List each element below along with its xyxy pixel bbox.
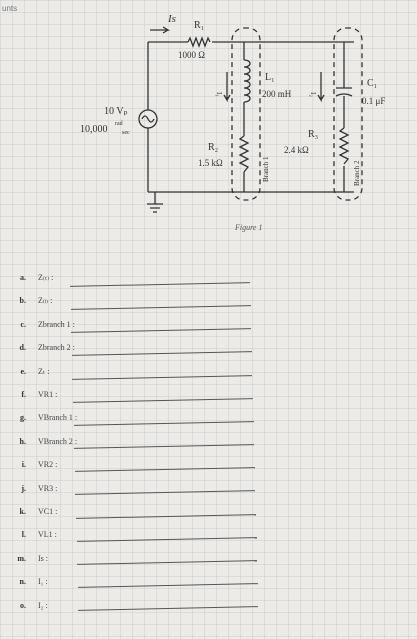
question-letter: f. bbox=[21, 390, 26, 399]
source-unit-num: rad bbox=[115, 121, 123, 127]
r2-label: R₂ bbox=[208, 142, 218, 153]
figure-caption: Figure 1 bbox=[235, 223, 263, 232]
question-letter: i. bbox=[21, 460, 26, 470]
question-letter: m. bbox=[17, 553, 26, 563]
question-row: g. VBranch 1 : bbox=[0, 411, 300, 426]
resistor-r2 bbox=[238, 135, 250, 173]
question-variable: I₁ : bbox=[38, 577, 48, 587]
resistor-r1 bbox=[187, 36, 211, 48]
page-corner-text: unts bbox=[2, 4, 18, 13]
i2-arrow bbox=[317, 72, 325, 103]
answer-line[interactable] bbox=[73, 397, 253, 403]
question-row: n. I₁ : bbox=[0, 575, 300, 589]
c1-label: C₁ bbox=[367, 78, 377, 89]
question-variable: Z₍ₗ₎ : bbox=[38, 296, 53, 306]
question-row: j. VR3 : bbox=[0, 482, 300, 496]
question-letter: n. bbox=[19, 577, 26, 587]
circuit-diagram: Is R₁ 1000 Ω 10 Vₚ 10,000 rad sec L₁ 200… bbox=[80, 13, 385, 213]
answer-line[interactable] bbox=[76, 536, 257, 542]
answer-line[interactable] bbox=[77, 583, 258, 588]
question-letter: k. bbox=[19, 507, 26, 516]
question-variable: VBranch 2 : bbox=[38, 436, 78, 446]
answer-line[interactable] bbox=[77, 559, 258, 565]
i1-label: I₁ bbox=[215, 92, 223, 97]
i2-label: I₂ bbox=[309, 92, 317, 97]
ground-symbol bbox=[147, 192, 163, 213]
l1-value: 200 mH bbox=[262, 89, 292, 99]
question-letter: h. bbox=[19, 436, 26, 446]
branch1-label: Branch 1 bbox=[262, 156, 270, 182]
ac-source-wave bbox=[141, 115, 155, 123]
source-amplitude: 10 Vₚ bbox=[104, 106, 128, 117]
is-arrow bbox=[150, 26, 171, 34]
question-letter: g. bbox=[20, 413, 26, 423]
question-row: f. VR1 : bbox=[0, 388, 300, 403]
question-row: o. I₂ : bbox=[0, 599, 300, 613]
answer-line[interactable] bbox=[73, 421, 254, 426]
question-variable: Is : bbox=[38, 553, 48, 563]
question-row: c. Zbranch 1 : bbox=[0, 318, 300, 334]
resistor-r3 bbox=[338, 127, 350, 165]
inductor-l1 bbox=[243, 59, 251, 103]
question-letter: o. bbox=[20, 600, 26, 610]
question-row: h. VBranch 2 : bbox=[0, 435, 300, 449]
source-frequency: 10,000 bbox=[80, 124, 108, 135]
question-letter: l. bbox=[21, 530, 26, 540]
answer-line[interactable] bbox=[72, 374, 253, 380]
r2-value: 1.5 kΩ bbox=[198, 158, 223, 168]
i1-arrow bbox=[223, 72, 231, 103]
answer-line[interactable] bbox=[70, 305, 251, 311]
question-letter: b. bbox=[19, 296, 26, 306]
question-row: e. Zₜ : bbox=[0, 365, 300, 380]
branch1-outline bbox=[231, 27, 261, 201]
question-row: k. VC1 : bbox=[0, 505, 300, 519]
question-variable: I₂ : bbox=[38, 600, 48, 610]
question-letter: d. bbox=[19, 343, 26, 353]
question-variable: VR3 : bbox=[38, 483, 58, 493]
c1-value: 0.1 μF bbox=[362, 96, 385, 106]
source-unit-den: sec bbox=[122, 130, 130, 136]
branch2-outline bbox=[333, 27, 363, 201]
r3-label: R₃ bbox=[308, 129, 318, 140]
question-row: b. Z₍ₗ₎ : bbox=[0, 294, 300, 311]
is-label: Is bbox=[167, 13, 176, 25]
r3-value: 2.4 kΩ bbox=[284, 145, 309, 155]
answer-line[interactable] bbox=[75, 490, 256, 496]
l1-label: L₁ bbox=[265, 72, 275, 83]
question-variable: VR2 : bbox=[38, 460, 58, 470]
answer-line[interactable] bbox=[71, 351, 252, 357]
question-letter: c. bbox=[20, 319, 26, 329]
r1-value: 1000 Ω bbox=[178, 50, 205, 60]
question-variable: VR1 : bbox=[38, 390, 58, 399]
answer-line[interactable] bbox=[76, 513, 256, 519]
answer-line[interactable] bbox=[74, 467, 255, 473]
question-variable: VL1 : bbox=[38, 530, 57, 540]
question-row: d. Zbranch 2 : bbox=[0, 341, 300, 357]
branch2-label: Branch 2 bbox=[353, 160, 361, 186]
r1-label: R₁ bbox=[194, 20, 204, 31]
answer-line[interactable] bbox=[78, 606, 259, 611]
question-variable: Zbranch 1 : bbox=[38, 319, 75, 329]
question-variable: Z₍ₜ₎ : bbox=[38, 273, 54, 282]
question-variable: VC1 : bbox=[38, 507, 58, 516]
question-variable: Zₜ : bbox=[38, 366, 50, 376]
question-row: l. VL1 : bbox=[0, 528, 300, 542]
answer-line[interactable] bbox=[70, 282, 250, 287]
answer-line[interactable] bbox=[71, 328, 252, 334]
question-row: i. VR2 : bbox=[0, 458, 300, 473]
question-letter: e. bbox=[20, 366, 26, 376]
question-row: m. Is : bbox=[0, 552, 300, 566]
question-letter: a. bbox=[20, 273, 26, 282]
question-variable: VBranch 1 : bbox=[38, 413, 78, 423]
question-row: a. Z₍ₜ₎ : bbox=[0, 271, 300, 287]
answer-line[interactable] bbox=[74, 444, 255, 449]
capacitor-c1 bbox=[335, 87, 353, 97]
question-variable: Zbranch 2 : bbox=[38, 343, 75, 353]
ac-source bbox=[138, 109, 158, 129]
question-letter: j. bbox=[21, 483, 26, 493]
